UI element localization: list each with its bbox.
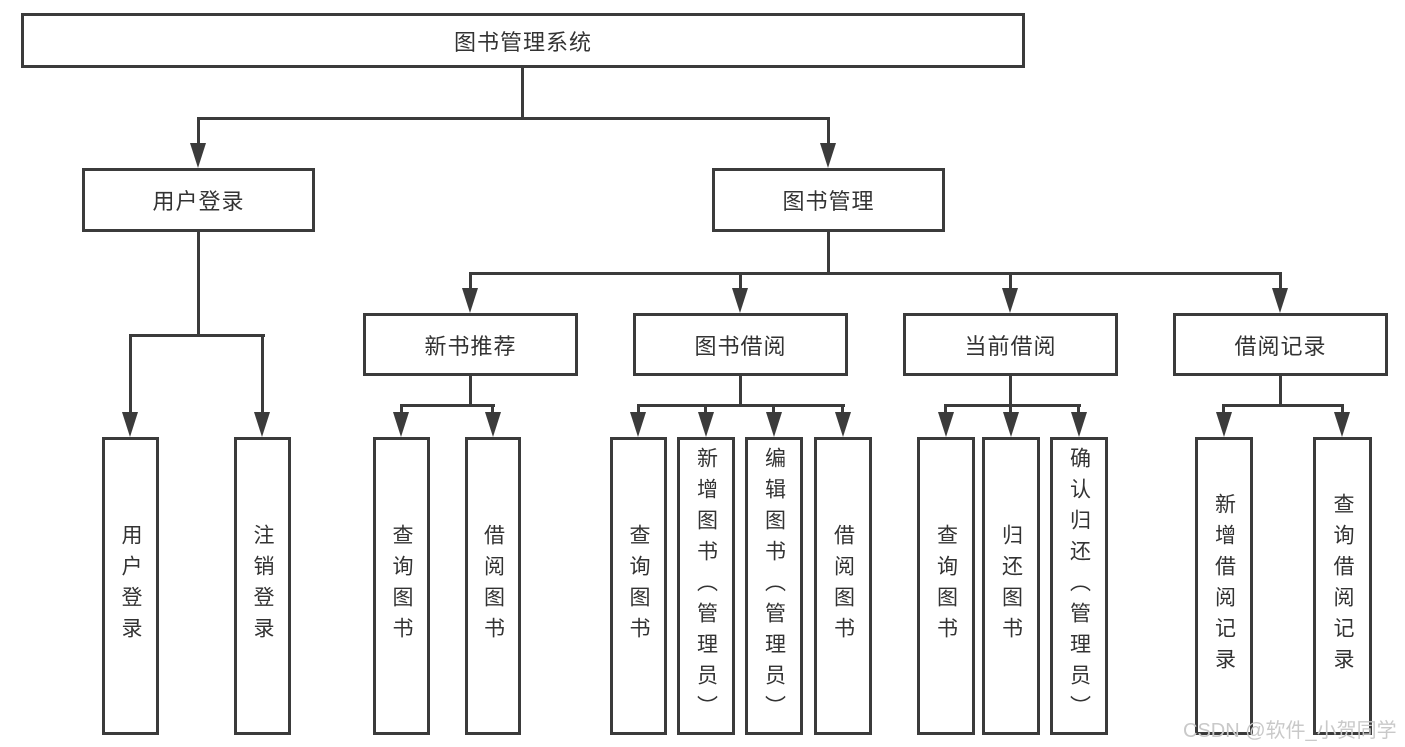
- arrowhead-cb-child2: [1003, 412, 1019, 437]
- connector-cb-child3-stem: [1077, 404, 1080, 415]
- node-book-management-label: 图书管理: [782, 189, 875, 214]
- node-root: 图书管理系统: [21, 13, 1025, 68]
- leaf-logout-label: 注销登录: [251, 524, 275, 648]
- connector-nbr-down: [469, 374, 472, 406]
- connector-bb-child3-stem: [772, 404, 775, 415]
- node-new-book-recommend: 新书推荐: [363, 313, 578, 376]
- leaf-add-book-admin: 新增图书（管理员）: [677, 437, 735, 735]
- leaf-borrow-books-2: 借阅图书: [814, 437, 872, 735]
- leaf-query-borrow-record: 查询借阅记录: [1313, 437, 1372, 735]
- arrowhead-bm-child1: [462, 288, 478, 313]
- node-new-book-recommend-label: 新书推荐: [424, 333, 517, 359]
- leaf-query-books-3-label: 查询图书: [934, 524, 958, 648]
- connector-ul-child2-stem: [261, 334, 264, 415]
- connector-book-mgmt-stem: [827, 117, 830, 146]
- leaf-add-book-admin-label: 新增图书（管理员）: [694, 446, 718, 726]
- arrowhead-ul-child2: [254, 412, 270, 437]
- leaf-borrow-books-1-label: 借阅图书: [481, 524, 505, 648]
- connector-bm-rail: [469, 272, 1282, 275]
- connector-br-child1-stem: [1222, 404, 1225, 415]
- leaf-borrow-books-2-label: 借阅图书: [831, 524, 855, 648]
- leaf-query-books-2: 查询图书: [610, 437, 667, 735]
- leaf-query-borrow-record-label: 查询借阅记录: [1331, 493, 1355, 679]
- connector-bb-child1-stem: [637, 404, 640, 415]
- arrowhead-bb-child4: [835, 412, 851, 437]
- arrowhead-br-child1: [1216, 412, 1232, 437]
- node-book-management: 图书管理: [712, 168, 945, 232]
- connector-br-child2-stem: [1341, 404, 1344, 415]
- arrowhead-br-child2: [1334, 412, 1350, 437]
- node-borrow-records-label: 借阅记录: [1234, 333, 1327, 359]
- connector-ul-child1-stem: [129, 334, 132, 415]
- connector-bm-child1-stem: [469, 272, 472, 291]
- connector-br-rail: [1222, 404, 1344, 407]
- connector-root-stem: [521, 66, 524, 118]
- leaf-query-books-1: 查询图书: [373, 437, 430, 735]
- connector-cb-down: [1009, 374, 1012, 406]
- arrowhead-bb-child2: [698, 412, 714, 437]
- connector-bb-child4-stem: [841, 404, 844, 415]
- node-root-label: 图书管理系统: [453, 29, 592, 55]
- connector-bm-child2-stem: [739, 272, 742, 291]
- leaf-query-books-1-label: 查询图书: [390, 524, 414, 648]
- connector-bb-down: [739, 374, 742, 406]
- leaf-return-book-label: 归还图书: [999, 524, 1023, 648]
- connector-bm-child4-stem: [1279, 272, 1282, 291]
- connector-root-rail: [197, 117, 830, 120]
- arrowhead-book-mgmt: [820, 143, 836, 168]
- arrowhead-ul-child1: [122, 412, 138, 437]
- arrowhead-user-login: [190, 143, 206, 168]
- connector-nbr-child2-stem: [491, 404, 494, 415]
- leaf-return-book: 归还图书: [982, 437, 1040, 735]
- connector-user-login-stem: [197, 117, 200, 146]
- arrowhead-bm-child4: [1272, 288, 1288, 313]
- leaf-borrow-books-1: 借阅图书: [465, 437, 521, 735]
- connector-br-down: [1279, 374, 1282, 406]
- csdn-watermark: CSDN @软件_小贺同学: [1183, 720, 1397, 742]
- leaf-add-borrow-record-label: 新增借阅记录: [1212, 493, 1236, 679]
- arrowhead-bm-child2: [732, 288, 748, 313]
- node-user-login-label: 用户登录: [152, 189, 245, 214]
- leaf-logout: 注销登录: [234, 437, 291, 735]
- connector-cb-rail: [944, 404, 1081, 407]
- leaf-add-borrow-record: 新增借阅记录: [1195, 437, 1253, 735]
- connector-bm-down: [827, 229, 830, 275]
- node-current-borrow: 当前借阅: [903, 313, 1118, 376]
- connector-bb-rail: [637, 404, 845, 407]
- node-user-login: 用户登录: [82, 168, 315, 232]
- arrowhead-nbr-child1: [393, 412, 409, 437]
- arrowhead-bb-child3: [766, 412, 782, 437]
- connector-nbr-child1-stem: [400, 404, 403, 415]
- connector-ul-rail: [129, 334, 265, 337]
- leaf-edit-book-admin-label: 编辑图书（管理员）: [762, 446, 786, 726]
- leaf-query-books-2-label: 查询图书: [627, 524, 651, 648]
- connector-bb-child2-stem: [704, 404, 707, 415]
- connector-cb-child2-stem: [1009, 404, 1012, 415]
- leaf-user-login-label: 用户登录: [119, 524, 143, 648]
- node-book-borrow-label: 图书借阅: [694, 333, 787, 359]
- node-book-borrow: 图书借阅: [633, 313, 848, 376]
- leaf-confirm-return-admin-label: 确认归还（管理员）: [1067, 446, 1091, 726]
- arrowhead-nbr-child2: [485, 412, 501, 437]
- connector-bm-child3-stem: [1009, 272, 1012, 291]
- leaf-query-books-3: 查询图书: [917, 437, 975, 735]
- connector-cb-child1-stem: [944, 404, 947, 415]
- leaf-confirm-return-admin: 确认归还（管理员）: [1050, 437, 1108, 735]
- arrowhead-cb-child3: [1071, 412, 1087, 437]
- leaf-user-login: 用户登录: [102, 437, 159, 735]
- node-borrow-records: 借阅记录: [1173, 313, 1388, 376]
- connector-ul-down: [197, 229, 200, 337]
- node-current-borrow-label: 当前借阅: [964, 333, 1057, 359]
- connector-nbr-rail: [400, 404, 495, 407]
- arrowhead-cb-child1: [938, 412, 954, 437]
- leaf-edit-book-admin: 编辑图书（管理员）: [745, 437, 803, 735]
- arrowhead-bb-child1: [630, 412, 646, 437]
- arrowhead-bm-child3: [1002, 288, 1018, 313]
